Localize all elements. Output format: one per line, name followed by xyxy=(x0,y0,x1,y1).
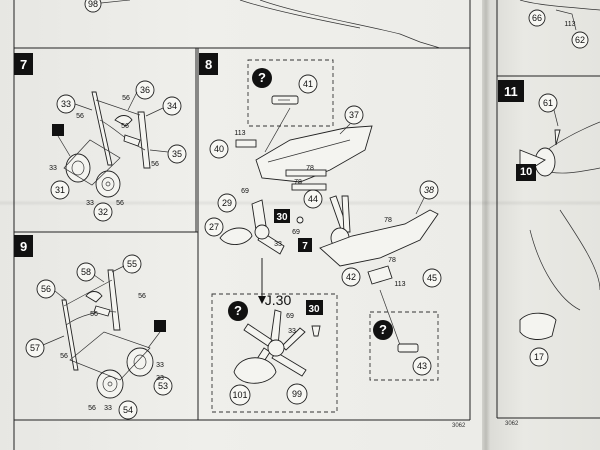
part-number: 33 xyxy=(49,165,57,172)
part-number: 113 xyxy=(234,130,245,137)
part-number: 33 xyxy=(156,375,164,382)
part-number: 78 xyxy=(388,257,396,264)
part-number: 54 xyxy=(123,405,133,415)
part-number: 37 xyxy=(349,110,359,120)
part-number: 57 xyxy=(30,343,40,353)
panel-borders xyxy=(13,0,600,450)
part-number: 44 xyxy=(308,194,318,204)
part-number: 33 xyxy=(104,405,112,412)
part-number: 56 xyxy=(122,95,130,102)
inset-43: ? 43 xyxy=(369,311,439,381)
step-7-drawing: 33 36 34 35 31 32 56 56 56 56 33 33 56 xyxy=(49,80,187,222)
part-number: 40 xyxy=(214,144,224,154)
part-number: 69 xyxy=(286,313,294,320)
part-number: 33 xyxy=(86,200,94,207)
part-number: 113 xyxy=(564,21,575,28)
part-number: 98 xyxy=(88,0,98,9)
part-number: 34 xyxy=(167,101,177,111)
part-number: 78 xyxy=(384,217,392,224)
part-number: 17 xyxy=(534,352,544,362)
part-number: 61 xyxy=(543,98,553,108)
part-number: 35 xyxy=(172,149,182,159)
step-number: 9 xyxy=(14,235,34,257)
part-number: 36 xyxy=(140,85,150,95)
part-number: 53 xyxy=(158,381,168,391)
step-marker: 30 xyxy=(308,304,320,315)
part-number: 42 xyxy=(346,272,356,282)
svg-text:?: ? xyxy=(258,70,266,85)
part-number: 56 xyxy=(151,161,159,168)
part-number: 56 xyxy=(76,113,84,120)
sheet-fold-vertical xyxy=(482,0,490,450)
step-number: 11 xyxy=(498,80,524,102)
part-number: 56 xyxy=(60,353,68,360)
part-number: 56 xyxy=(138,293,146,300)
instruction-sheet-right xyxy=(488,0,600,450)
part-callout xyxy=(528,9,546,27)
part-number: 99 xyxy=(292,389,302,399)
part-number: 38 xyxy=(424,185,434,195)
inset-title: J.30 xyxy=(265,292,292,308)
svg-text:?: ? xyxy=(379,322,387,337)
step-number: 10 xyxy=(516,164,537,181)
part-number: 56 xyxy=(88,405,96,412)
part-callout xyxy=(84,0,102,13)
part-number: 56 xyxy=(41,284,51,294)
part-number: 58 xyxy=(81,267,91,277)
part-number: 101 xyxy=(232,390,247,400)
top-strip-remnant: 98 66 113 62 xyxy=(84,0,600,49)
step-11-drawing: 61 17 xyxy=(519,93,600,367)
part-number: 56 xyxy=(116,200,124,207)
part-number: 33 xyxy=(288,328,296,335)
part-number: 56 xyxy=(90,311,98,318)
part-number: 66 xyxy=(532,13,542,23)
step-8-drawing: ? 41 113 40 37 78 78 44 38 78 78 45 42 xyxy=(204,59,442,346)
step-number: 8 xyxy=(199,53,219,75)
part-number: 62 xyxy=(575,35,585,45)
part-number: 45 xyxy=(427,273,437,283)
part-number: 33 xyxy=(156,362,164,369)
svg-text:?: ? xyxy=(234,303,242,318)
part-number: 33 xyxy=(61,99,71,109)
part-number: 78 xyxy=(294,179,302,186)
step-9-drawing: 58 55 56 57 53 54 56 56 56 33 33 56 33 xyxy=(25,254,173,420)
step-marker: 30 xyxy=(276,212,288,223)
step-marker: 7 xyxy=(302,241,308,252)
part-number: 33 xyxy=(274,241,282,248)
part-callout xyxy=(571,31,589,49)
part-number: 41 xyxy=(303,79,313,89)
part-number: 78 xyxy=(306,165,314,172)
part-number: 55 xyxy=(127,259,137,269)
inset-j30: ? J.30 30 69 33 101 99 xyxy=(211,292,338,413)
part-number: 43 xyxy=(417,361,427,371)
part-number: 69 xyxy=(292,229,300,236)
part-number: 69 xyxy=(241,188,249,195)
part-number: 27 xyxy=(209,222,219,232)
part-number: 113 xyxy=(394,281,405,288)
part-number: 32 xyxy=(98,207,108,217)
print-code: 3062 xyxy=(452,423,466,429)
part-number: 56 xyxy=(121,123,129,130)
print-code: 3062 xyxy=(505,421,519,427)
part-number: 31 xyxy=(55,185,65,195)
step-number: 7 xyxy=(14,53,34,75)
sheet-fold-horizontal xyxy=(0,200,600,206)
part-number: 29 xyxy=(222,198,232,208)
